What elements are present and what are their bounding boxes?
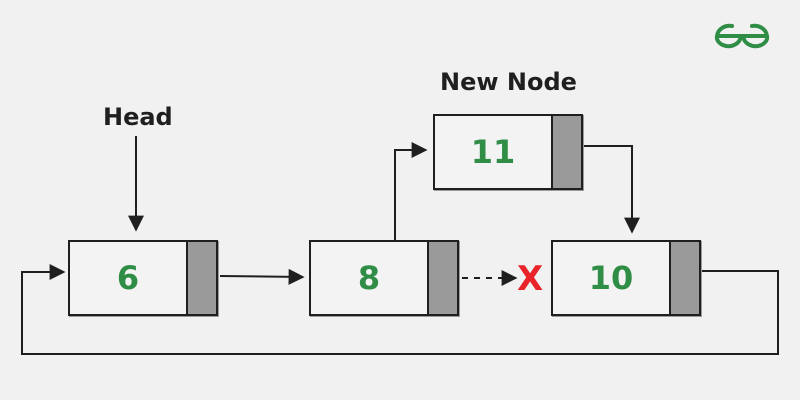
- new-node-label: New Node: [440, 68, 577, 96]
- head-label: Head: [103, 103, 173, 131]
- node-8: 8: [309, 240, 459, 316]
- link-arrow-6-to-8: [219, 268, 305, 285]
- removed-link-cross-mark: X: [517, 259, 544, 299]
- node-value: 8: [357, 259, 381, 297]
- link-arrow-8-to-11: [394, 142, 428, 240]
- node-value: 11: [470, 133, 516, 171]
- circular-link-arrow-10-to-6: [21, 264, 779, 355]
- next-pointer-cell: [669, 242, 699, 314]
- node-10: 10: [551, 240, 701, 316]
- link-arrow-11-to-10: [584, 145, 640, 234]
- node-value: 6: [116, 259, 140, 297]
- next-pointer-cell: [551, 116, 581, 188]
- next-pointer-cell: [186, 242, 216, 314]
- next-pointer-cell: [427, 242, 457, 314]
- geeksforgeeks-logo-icon: [714, 23, 770, 49]
- node-value: 10: [588, 259, 634, 297]
- node-11-new: 11: [433, 114, 583, 190]
- node-6: 6: [68, 240, 218, 316]
